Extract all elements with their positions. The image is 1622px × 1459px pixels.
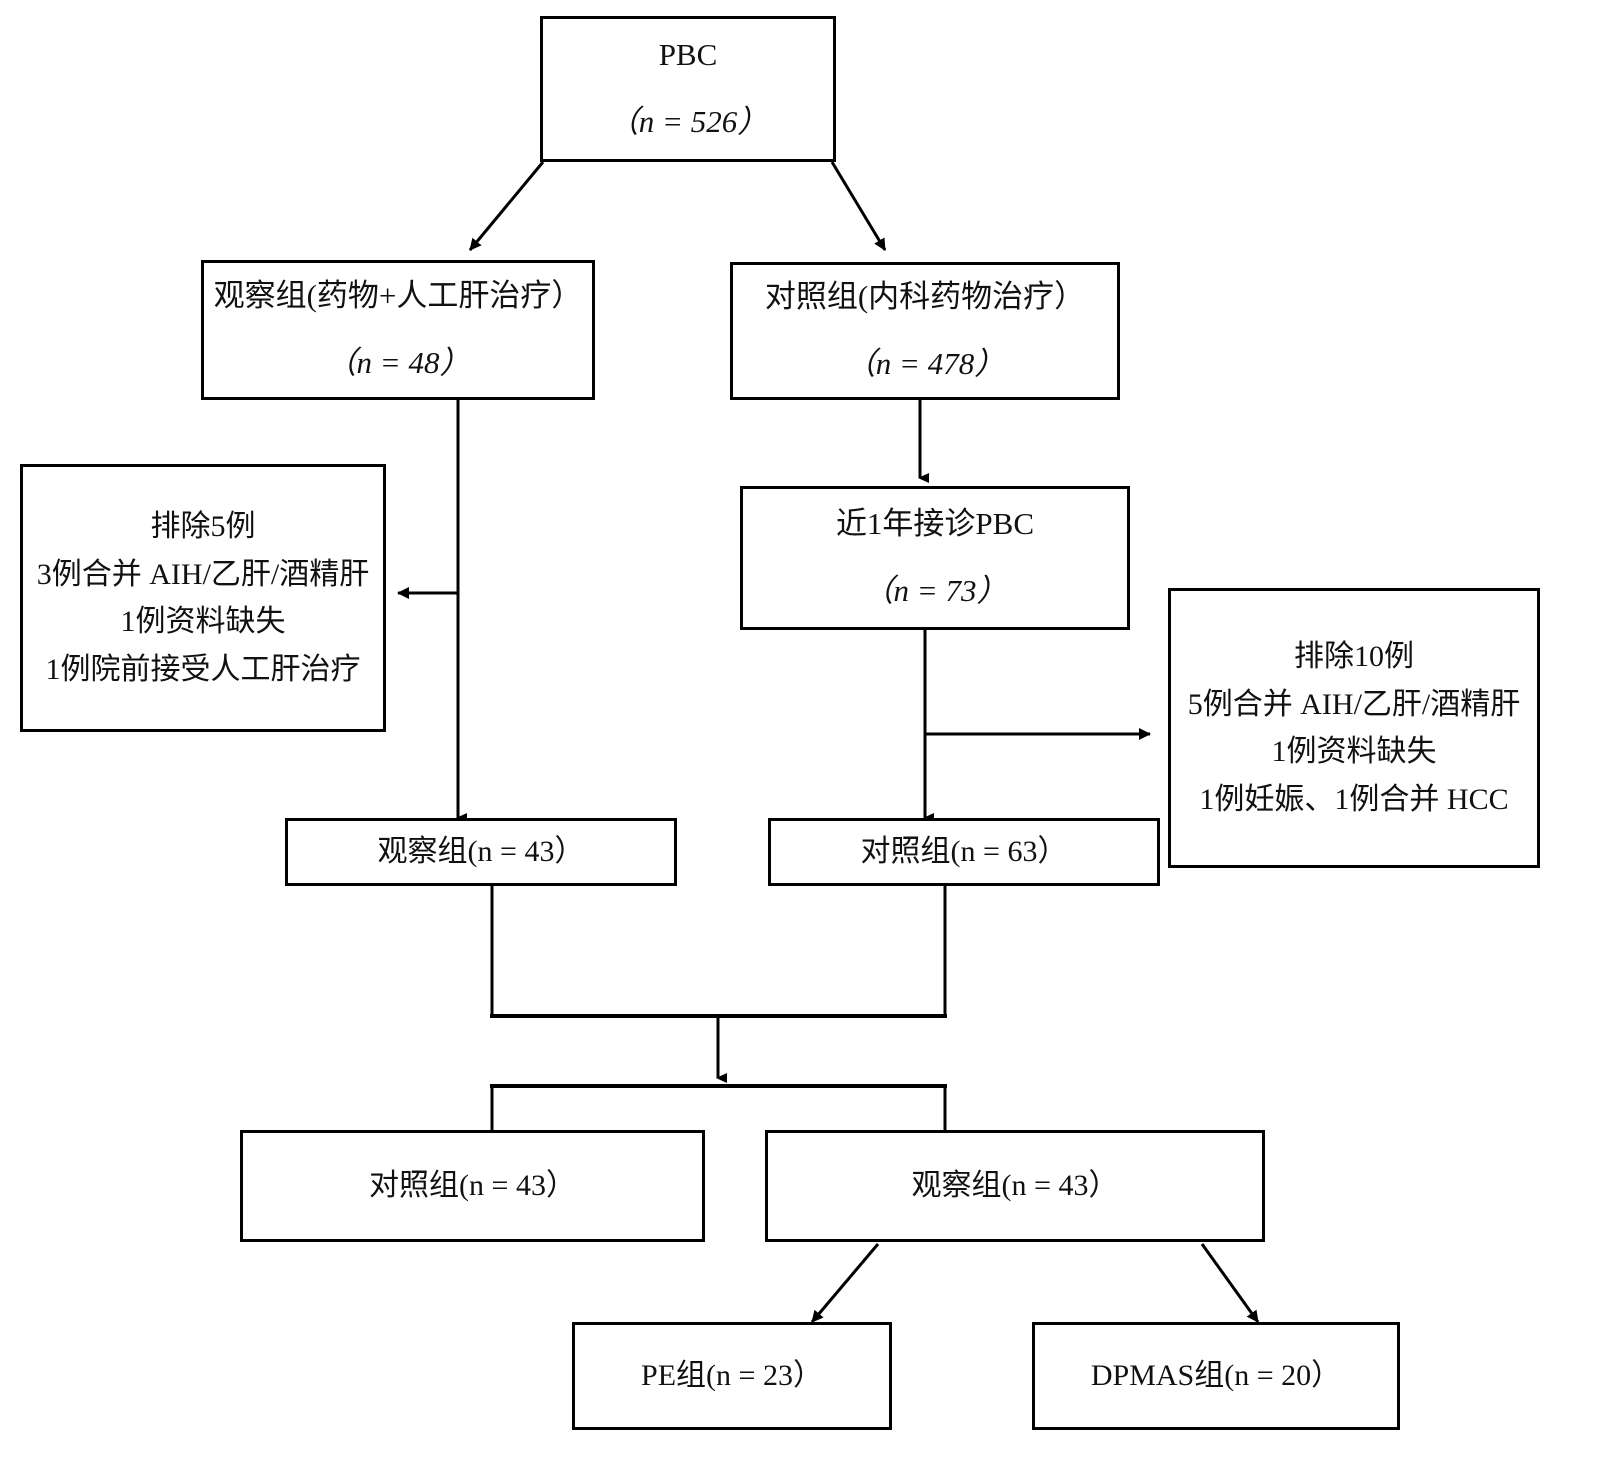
pe-group-label: PE组(n = 23） [641, 1359, 823, 1393]
exclusion-observation-line-1: 排除5例 [150, 510, 256, 543]
node-pe-group[interactable]: PE组(n = 23） [572, 1322, 892, 1430]
control-63-label: 对照组(n = 63） [860, 835, 1068, 869]
node-exclusion-control[interactable]: 排除10例 5例合并 AIH/乙肝/酒精肝 1例资料缺失 1例妊娠、1例合并 H… [1168, 588, 1540, 868]
exclusion-control-line-2: 5例合并 AIH/乙肝/酒精肝 [1187, 687, 1521, 721]
edge-pbc-to-observation [468, 161, 545, 251]
node-control-group-initial[interactable]: 对照组(内科药物治疗） （n = 478） [730, 262, 1120, 400]
exclusion-control-line-4: 1例妊娠、1例合并 HCC [1199, 782, 1509, 816]
observation-initial-label: 观察组(药物+人工肝治疗） [213, 278, 583, 314]
node-observation-group-initial[interactable]: 观察组(药物+人工肝治疗） （n = 48） [201, 260, 595, 400]
recent-year-label: 近1年接诊PBC [835, 506, 1035, 542]
edge-observation-to-pe [810, 1243, 880, 1323]
exclusion-observation-line-4: 1例院前接受人工肝治疗 [45, 652, 361, 686]
observation-43b-label: 观察组(n = 43） [911, 1169, 1119, 1203]
node-pbc-total[interactable]: PBC （n = 526） [540, 16, 836, 162]
node-observation-group-43[interactable]: 观察组(n = 43） [285, 818, 677, 886]
edge-pbc-to-control [830, 161, 887, 251]
node-control-group-43-matched[interactable]: 对照组(n = 43） [240, 1130, 705, 1242]
control-initial-label: 对照组(内科药物治疗） [764, 279, 1086, 315]
recent-year-count: （n = 73） [862, 573, 1008, 608]
observation-initial-count: （n = 48） [325, 345, 471, 380]
node-control-group-63[interactable]: 对照组(n = 63） [768, 818, 1160, 886]
edge-observation-to-dpmas [1200, 1243, 1260, 1323]
exclusion-control-line-3: 1例资料缺失 [1271, 735, 1437, 768]
pbc-total-count: （n = 526） [607, 104, 769, 139]
node-dpmas-group[interactable]: DPMAS组(n = 20） [1032, 1322, 1400, 1430]
exclusion-observation-line-3: 1例资料缺失 [120, 605, 286, 638]
exclusion-control-line-1: 排除10例 [1294, 640, 1414, 673]
exclusion-observation-line-2: 3例合并 AIH/乙肝/酒精肝 [36, 557, 370, 591]
control-43-label: 对照组(n = 43） [369, 1169, 576, 1203]
node-exclusion-observation[interactable]: 排除5例 3例合并 AIH/乙肝/酒精肝 1例资料缺失 1例院前接受人工肝治疗 [20, 464, 386, 732]
control-initial-count: （n = 478） [844, 346, 1006, 381]
dpmas-group-label: DPMAS组(n = 20） [1090, 1359, 1342, 1393]
node-recent-year-pbc[interactable]: 近1年接诊PBC （n = 73） [740, 486, 1130, 630]
node-observation-group-43-matched[interactable]: 观察组(n = 43） [765, 1130, 1265, 1242]
pbc-total-label: PBC [658, 37, 718, 73]
observation-43-label: 观察组(n = 43） [377, 835, 585, 869]
